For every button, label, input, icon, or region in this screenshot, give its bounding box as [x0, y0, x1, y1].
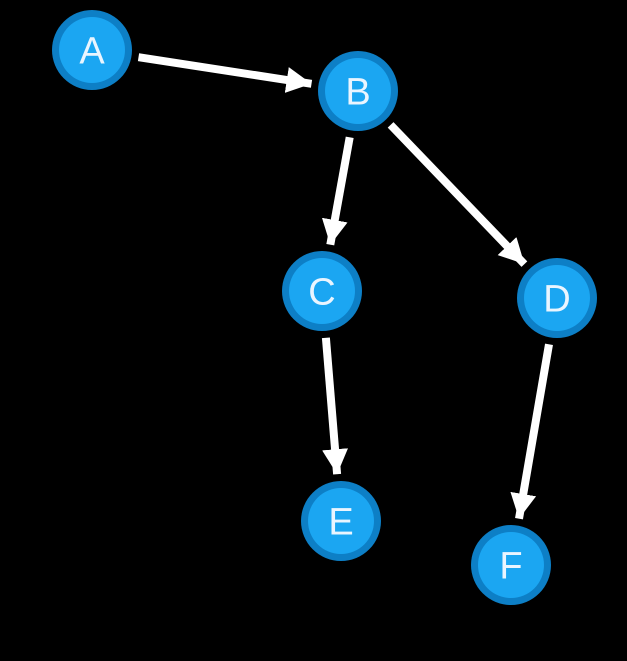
node-body — [59, 17, 125, 83]
node-body — [524, 265, 590, 331]
node-body — [308, 488, 374, 554]
node-E[interactable]: E — [301, 481, 381, 561]
edge-D-F — [510, 343, 553, 520]
node-D[interactable]: D — [517, 258, 597, 338]
edge-B-C — [321, 136, 354, 246]
node-B[interactable]: B — [318, 51, 398, 131]
node-C[interactable]: C — [282, 251, 362, 331]
edge-A-B — [137, 53, 313, 93]
edge-B-D — [387, 122, 528, 267]
node-A[interactable]: A — [52, 10, 132, 90]
node-body — [325, 58, 391, 124]
node-F[interactable]: F — [471, 525, 551, 605]
nodes-layer: A B C D E F — [52, 10, 597, 605]
node-body — [289, 258, 355, 324]
node-body — [478, 532, 544, 598]
edges-layer — [137, 53, 553, 520]
edge-C-E — [321, 337, 349, 475]
